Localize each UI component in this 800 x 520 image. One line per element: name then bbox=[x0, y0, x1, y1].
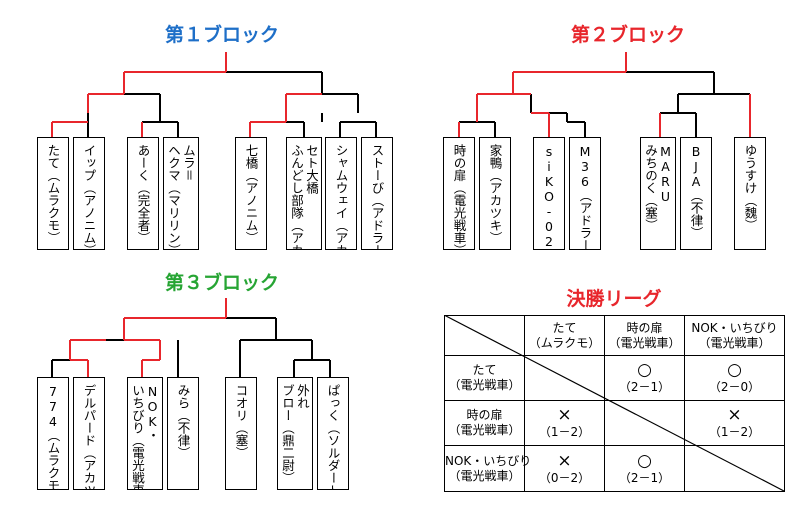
column-header: たて（ムラクモ） bbox=[524, 315, 605, 356]
block1-lines bbox=[51, 52, 377, 138]
loss-mark: × bbox=[727, 405, 742, 425]
block2-title: 第２ブロック bbox=[570, 24, 686, 46]
row-team: （電光戦車） bbox=[448, 423, 521, 437]
loss-mark: × bbox=[557, 405, 572, 425]
team-name: BJA（不律） bbox=[688, 144, 704, 239]
result-cell: ×（1－2） bbox=[684, 400, 785, 446]
column-team: （電光戦車） bbox=[698, 335, 771, 350]
team-name: ムラ＝ ヘクマ（マリリン） bbox=[166, 144, 196, 250]
team-box: コオリ（塞） bbox=[225, 377, 257, 490]
block3-lines bbox=[51, 298, 331, 378]
column-name: NOK・いちびり bbox=[691, 320, 778, 335]
team-name: ストーび（アドラー） bbox=[369, 144, 385, 250]
team-name: デルパード（アカツキ） bbox=[81, 384, 97, 490]
team-box: ぱっく（ソルダート） bbox=[317, 377, 349, 490]
column-team: （電光戦車） bbox=[608, 335, 681, 350]
team-name: あーく（完全者） bbox=[135, 144, 151, 244]
team-box: デルパード（アカツキ） bbox=[73, 377, 105, 490]
team-box: NOK・ いちびり（電光戦車） bbox=[127, 377, 163, 490]
team-box: みら（不律） bbox=[167, 377, 199, 490]
score: （2－1） bbox=[618, 470, 671, 485]
team-box: たて（ムラクモ） bbox=[37, 137, 69, 250]
league-row: たて（電光戦車） ○（2－1） ○（2－0） bbox=[444, 355, 785, 401]
team-name: シャムウェイ（アカツキ） bbox=[333, 144, 349, 250]
team-box: セト大橋 ふんどし部隊（アカツキ） bbox=[286, 137, 322, 250]
team-box: 外れ ブロー（鼎二尉） bbox=[277, 377, 313, 490]
team-name: ぱっく（ソルダート） bbox=[325, 384, 341, 490]
team-name: コオリ（塞） bbox=[233, 384, 249, 459]
result-cell: ○（2－0） bbox=[684, 355, 785, 401]
league-header-row: たて（ムラクモ） 時の扉（電光戦車） NOK・いちびり（電光戦車） bbox=[444, 315, 785, 356]
team-name: 七橋（アノニム） bbox=[243, 144, 259, 244]
team-name: 774（ムラクモ） bbox=[45, 384, 61, 490]
row-team: （電光戦車） bbox=[448, 378, 521, 392]
team-name: 家鴨（アカツキ） bbox=[487, 144, 503, 244]
row-name: 時の扉 bbox=[466, 408, 503, 422]
result-cell: ○（2－1） bbox=[604, 355, 685, 401]
team-name: M36（アドラー） bbox=[577, 144, 593, 250]
team-box: シャムウェイ（アカツキ） bbox=[325, 137, 357, 250]
team-name: MARU みちのく（塞） bbox=[643, 144, 673, 232]
diagonal-cell bbox=[684, 445, 785, 492]
column-name: 時の扉 bbox=[626, 320, 663, 335]
block2-lines bbox=[458, 52, 751, 138]
win-mark: ○ bbox=[637, 450, 652, 471]
column-header: 時の扉（電光戦車） bbox=[604, 315, 685, 356]
team-box: ムラ＝ ヘクマ（マリリン） bbox=[163, 137, 199, 250]
diagonal-cell bbox=[604, 400, 685, 446]
team-name: 時の扉（電光戦車） bbox=[451, 144, 467, 250]
team-box: 七橋（アノニム） bbox=[235, 137, 267, 250]
result-cell: ×（0－2） bbox=[524, 445, 605, 492]
column-header: NOK・いちびり（電光戦車） bbox=[684, 315, 785, 356]
team-box: ゆうすけ（魏） bbox=[734, 137, 766, 250]
team-name: 外れ ブロー（鼎二尉） bbox=[280, 384, 310, 484]
row-header: NOK・いちびり（電光戦車） bbox=[444, 445, 532, 492]
block3-title: 第３ブロック bbox=[164, 272, 280, 294]
row-name: たて bbox=[472, 363, 497, 377]
win-mark: ○ bbox=[637, 360, 652, 380]
team-box: 家鴨（アカツキ） bbox=[479, 137, 511, 250]
row-header: たて（電光戦車） bbox=[444, 355, 525, 401]
team-box: 時の扉（電光戦車） bbox=[443, 137, 475, 250]
score: （1－2） bbox=[708, 425, 761, 439]
league-table: たて（ムラクモ） 時の扉（電光戦車） NOK・いちびり（電光戦車） たて（電光戦… bbox=[444, 315, 785, 492]
team-name: みら（不律） bbox=[175, 384, 191, 459]
score: （0－2） bbox=[538, 470, 591, 485]
league-diagonal-line bbox=[444, 315, 784, 491]
score: （2－1） bbox=[618, 380, 671, 394]
team-name: ゆうすけ（魏） bbox=[742, 144, 758, 232]
league-row: NOK・いちびり（電光戦車） ×（0－2） ○（2－1） bbox=[444, 445, 785, 492]
league-title: 決勝リーグ bbox=[566, 288, 662, 310]
team-box: あーく（完全者） bbox=[127, 137, 159, 250]
team-name: siKO-02（ミュカレ） bbox=[541, 144, 557, 250]
column-name: たて bbox=[552, 320, 577, 335]
team-box: イップ（アノニム） bbox=[73, 137, 105, 250]
loss-mark: × bbox=[557, 450, 572, 471]
column-team: （ムラクモ） bbox=[528, 335, 601, 350]
result-cell: ○（2－1） bbox=[604, 445, 685, 492]
team-name: イップ（アノニム） bbox=[81, 144, 97, 250]
team-box: MARU みちのく（塞） bbox=[640, 137, 676, 250]
team-name: たて（ムラクモ） bbox=[45, 144, 61, 244]
row-name: NOK・いちびり bbox=[445, 453, 532, 468]
win-mark: ○ bbox=[727, 360, 742, 380]
team-name: NOK・ いちびり（電光戦車） bbox=[130, 384, 160, 490]
score: （2－0） bbox=[708, 380, 761, 394]
score: （1－2） bbox=[538, 425, 591, 439]
team-box: BJA（不律） bbox=[680, 137, 712, 250]
league-row: 時の扉（電光戦車） ×（1－2） ×（1－2） bbox=[444, 400, 785, 446]
block1-title: 第１ブロック bbox=[164, 24, 280, 46]
team-box: siKO-02（ミュカレ） bbox=[533, 137, 565, 250]
team-name: セト大橋 ふんどし部隊（アカツキ） bbox=[289, 144, 319, 250]
team-box: ストーび（アドラー） bbox=[361, 137, 393, 250]
result-cell: ×（1－2） bbox=[524, 400, 605, 446]
team-box: M36（アドラー） bbox=[569, 137, 601, 250]
team-box: 774（ムラクモ） bbox=[37, 377, 69, 490]
row-team: （電光戦車） bbox=[448, 468, 521, 483]
